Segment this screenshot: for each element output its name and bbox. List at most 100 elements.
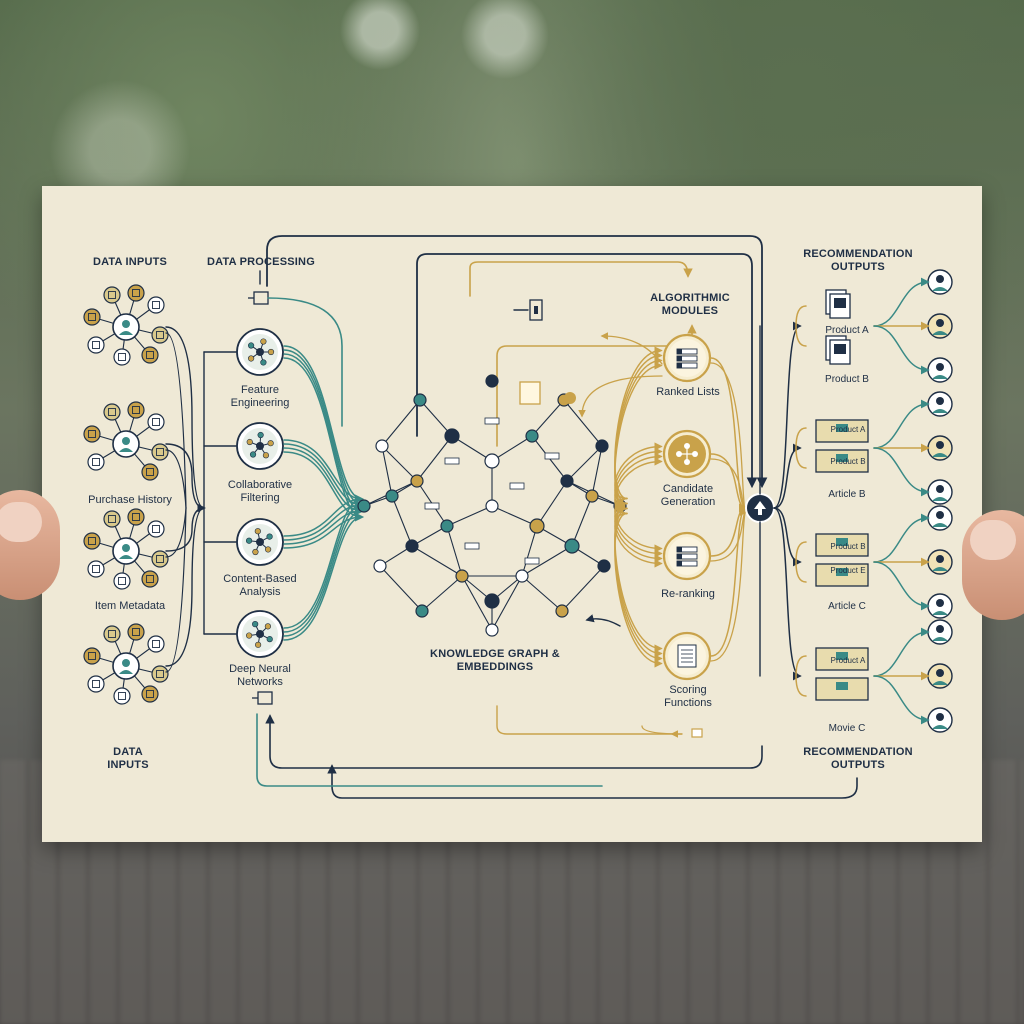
data-source-icon [127, 623, 145, 641]
data-glyph [152, 640, 160, 648]
person-body [932, 409, 948, 413]
graph-node [440, 519, 454, 533]
output-group-4 [815, 619, 953, 733]
data-source-icon [87, 560, 105, 578]
top-feedback-loop [266, 235, 768, 489]
output-bracket [795, 427, 807, 469]
data-glyph [92, 680, 100, 688]
graph-edge [531, 399, 565, 437]
data-source-icon [113, 687, 131, 705]
teal-flow-line [283, 506, 364, 637]
product-thumb [834, 344, 846, 354]
teal-flow-line [283, 349, 364, 510]
data-glyph [92, 341, 100, 349]
data-glyph [92, 565, 100, 573]
graph-node [560, 474, 574, 488]
input-branch-line [165, 449, 187, 509]
gold-flow-line [614, 457, 663, 515]
graph-return-arrow [585, 614, 621, 627]
output-to-user-line [873, 675, 930, 725]
output-g0-item-top: Product A [825, 325, 869, 336]
data-inputs-header-top: DATA INPUTS [92, 256, 168, 268]
graph-edge [491, 505, 538, 527]
data-source-icon [83, 425, 101, 443]
data-source-icon [151, 550, 169, 568]
person-body [932, 287, 948, 291]
processing-node-1 [236, 328, 284, 376]
person-head [936, 275, 944, 283]
embedding-tag [509, 482, 525, 490]
output-g1-item-b: Product B [830, 457, 866, 466]
data-source-icon [113, 572, 131, 590]
module-label-scoring-functions: Scoring Functions [664, 684, 712, 709]
bottom-inner-loop [265, 714, 763, 769]
teal-flow-line [283, 500, 364, 633]
gold-flow-line [614, 512, 663, 568]
data-glyph [108, 630, 116, 638]
teal-flow-line [283, 506, 364, 545]
data-glyph [132, 513, 140, 521]
algorithmic-modules-header: ALGORITHMIC MODULES [650, 292, 730, 317]
recommendation-outputs-header-top: RECOMMENDATION OUTPUTS [803, 248, 913, 273]
node-dot [246, 438, 253, 446]
input-cluster-3 [83, 508, 169, 590]
output-g3-item-a: Product A [830, 656, 866, 665]
processing-label-feature-engineering: Feature Engineering [230, 384, 290, 409]
graph-node [564, 538, 580, 554]
list-bullet [677, 554, 682, 559]
person-head [936, 397, 944, 405]
person-head [936, 441, 944, 449]
graph-node [484, 593, 500, 609]
gold-flow-line [614, 512, 663, 668]
graph-node [385, 489, 399, 503]
recommendation-outputs-header-bottom: RECOMMENDATION OUTPUTS [803, 746, 913, 771]
data-glyph [146, 575, 154, 583]
processing-label-content-based-analysis: Content-Based Analysis [223, 573, 297, 598]
embedding-tag [464, 542, 480, 550]
data-glyph [156, 670, 164, 678]
teal-flow-line [283, 439, 364, 504]
user-head [122, 659, 130, 667]
graph-edge [571, 495, 593, 547]
node-center [256, 442, 264, 450]
graph-edge [411, 525, 448, 547]
data-source-icon [127, 401, 145, 419]
person-head [936, 599, 944, 607]
hub-to-output-line [773, 321, 802, 509]
embedding-tag [424, 502, 440, 510]
graph-edge [446, 505, 493, 527]
data-glyph [152, 525, 160, 533]
data-source-icon [147, 635, 165, 653]
graph-edge [566, 445, 603, 482]
graph-edge [461, 575, 493, 631]
data-source-icon [141, 346, 159, 364]
user-head [122, 320, 130, 328]
gold-loop-a [469, 261, 693, 297]
node-dot [260, 338, 267, 345]
graph-edge [521, 545, 573, 577]
processing-teal-line [267, 297, 343, 427]
data-source-icon [103, 286, 121, 304]
input-branch-line [165, 332, 187, 509]
inner-top-loop [416, 253, 758, 489]
module-node-4 [662, 631, 712, 681]
data-glyph [92, 458, 100, 466]
data-source-icon [87, 675, 105, 693]
person-body [932, 681, 948, 685]
output-label-movie-c: Movie C [828, 723, 866, 734]
data-glyph [108, 515, 116, 523]
graph-edge [491, 435, 533, 462]
diagram-paper [42, 186, 982, 842]
teal-flow-line [283, 500, 364, 541]
graph-edge [419, 399, 453, 437]
gold-flow-line [614, 502, 663, 658]
hub-to-output-line [773, 507, 802, 681]
graph-node [455, 569, 469, 583]
knowledge-graph-label: KNOWLEDGE GRAPH & EMBEDDINGS [430, 648, 560, 673]
output-label-article-c: Article C [828, 601, 866, 612]
data-glyph [118, 692, 126, 700]
output-group-2 [815, 391, 953, 505]
graph-edge [381, 445, 418, 482]
output-label-article-b: Article B [828, 489, 866, 500]
